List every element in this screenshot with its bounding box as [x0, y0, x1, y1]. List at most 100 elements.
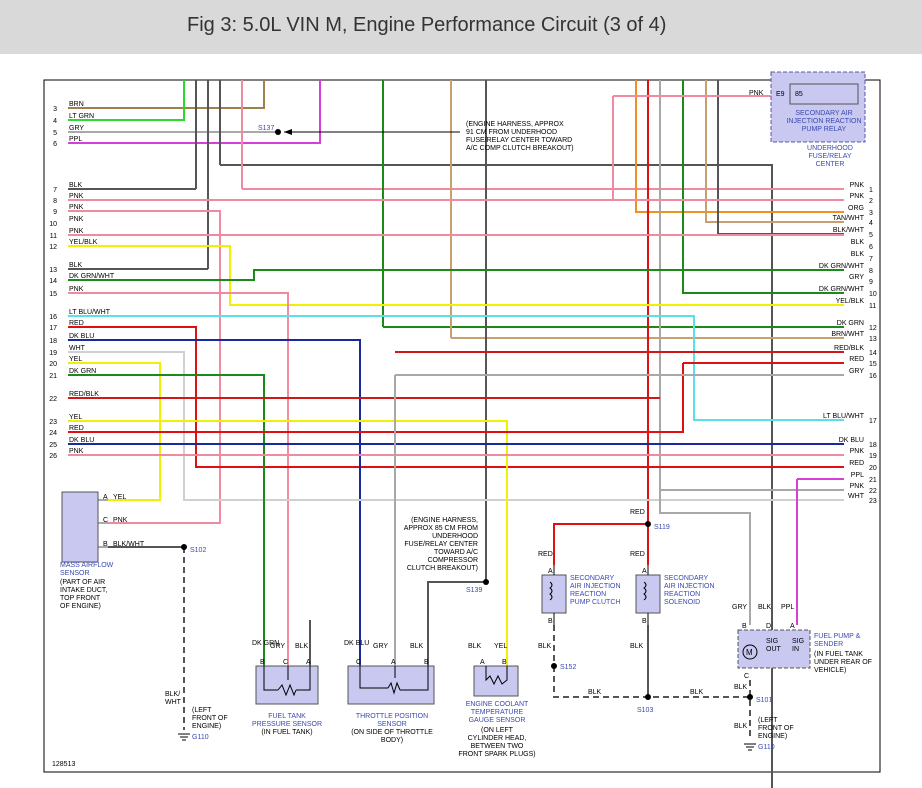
left-pin-number: 5	[53, 130, 57, 137]
right-pin-wire-label: WHT	[848, 493, 865, 500]
right-pin-wire-label: BLK	[851, 251, 865, 258]
svg-text:GRY: GRY	[732, 604, 747, 611]
svg-text:C: C	[356, 659, 361, 666]
left-pin-wire-label: PNK	[69, 204, 84, 211]
svg-text:BLK: BLK	[734, 684, 748, 691]
right-pin-number: 12	[869, 325, 877, 332]
left-pin-number: 25	[49, 442, 57, 449]
left-pin-number: 23	[49, 419, 57, 426]
secondary-air-injection-pump-relay: E9 85 PNK SECONDARY AIR INJECTION REACTI…	[749, 71, 866, 168]
left-pin-wire-label: YEL/BLK	[69, 239, 98, 246]
left-pin-number: 3	[53, 106, 57, 113]
splice-s101	[747, 694, 753, 700]
left-pin-number: 10	[49, 221, 57, 228]
left-pin-number: 11	[50, 233, 57, 240]
left-pin-number: 4	[53, 118, 57, 125]
svg-text:B: B	[742, 623, 747, 630]
left-pin-wire-label: BLK	[69, 182, 83, 189]
label-s139: S139	[466, 587, 482, 594]
fuse-center-2: FUSE/RELAY	[808, 153, 851, 160]
svg-text:YEL: YEL	[113, 494, 126, 501]
svg-text:C: C	[283, 659, 288, 666]
left-pin-number: 14	[49, 278, 57, 285]
fuel-tank-pressure-sensor: DK GRN GRY BLK B C A FUEL TANK PRESSURE …	[252, 640, 322, 736]
left-pin-number: 15	[49, 291, 57, 298]
right-pin-number: 11	[869, 303, 876, 310]
svg-text:GRY: GRY	[270, 643, 285, 650]
left-pin-wire-label: DK BLU	[69, 437, 94, 444]
right-pin-number: 19	[869, 453, 877, 460]
svg-text:UNDER REAR OF: UNDER REAR OF	[814, 659, 872, 666]
right-pin-wire-label: DK GRN/WHT	[819, 263, 865, 270]
right-pin-number: 4	[869, 220, 873, 227]
right-pin-number: 18	[869, 442, 877, 449]
mass-airflow-sensor: A YEL C PNK B BLK/WHT MASS AIRFLOW SENSO…	[60, 491, 145, 610]
left-pin-wire-label: DK BLU	[69, 333, 94, 340]
relay-name-3: PUMP RELAY	[802, 126, 847, 133]
svg-text:A/C COMP CLUTCH BREAKOUT): A/C COMP CLUTCH BREAKOUT)	[466, 145, 574, 152]
svg-text:91 CM FROM UNDERHOOD: 91 CM FROM UNDERHOOD	[466, 129, 557, 136]
svg-text:SENSOR: SENSOR	[60, 570, 90, 577]
right-pin-number: 23	[869, 498, 877, 505]
right-pin-wire-label: RED/BLK	[834, 345, 864, 352]
relay-wire-label: PNK	[749, 90, 764, 97]
svg-text:AIR INJECTION: AIR INJECTION	[570, 583, 621, 590]
right-pin-number: 8	[869, 268, 873, 275]
svg-text:REACTION: REACTION	[570, 591, 606, 598]
left-pin-wire-label: RED	[69, 320, 84, 327]
svg-text:PNK: PNK	[113, 517, 128, 524]
left-pin-wire-label: DK GRN	[69, 368, 96, 375]
svg-text:PRESSURE SENSOR: PRESSURE SENSOR	[252, 721, 322, 728]
svg-text:APPROX 85 CM FROM: APPROX 85 CM FROM	[404, 525, 478, 532]
left-pin-number: 22	[49, 396, 57, 403]
svg-text:IN: IN	[792, 646, 799, 653]
svg-text:BLK/: BLK/	[165, 691, 180, 698]
svg-text:ENGINE COOLANT: ENGINE COOLANT	[466, 701, 529, 708]
svg-text:SENDER: SENDER	[814, 641, 843, 648]
label-s119: S119	[654, 524, 670, 531]
left-pin-number: 18	[49, 338, 57, 345]
right-pin-wire-label: PNK	[850, 182, 865, 189]
relay-name-2: INJECTION REACTION	[786, 118, 861, 125]
svg-text:C: C	[744, 673, 749, 680]
svg-text:THROTTLE POSITION: THROTTLE POSITION	[356, 713, 428, 720]
svg-text:INTAKE DUCT,: INTAKE DUCT,	[60, 587, 107, 594]
right-pin-number: 2	[869, 198, 873, 205]
left-pin-wire-label: YEL	[69, 414, 82, 421]
svg-text:(ON SIDE OF THROTTLE: (ON SIDE OF THROTTLE	[351, 729, 433, 736]
left-pin-number: 24	[49, 430, 57, 437]
right-pin-number: 9	[869, 279, 873, 286]
svg-text:BODY): BODY)	[381, 737, 403, 744]
svg-text:A: A	[103, 494, 108, 501]
left-pin-number: 13	[49, 267, 57, 274]
right-pin-wire-label: DK BLU	[839, 437, 864, 444]
left-pin-wire-label: YEL	[69, 356, 82, 363]
svg-text:AIR INJECTION: AIR INJECTION	[664, 583, 715, 590]
left-pin-wire-label: PPL	[69, 136, 82, 143]
svg-text:BLK: BLK	[630, 643, 644, 650]
svg-text:ENGINE): ENGINE)	[192, 723, 221, 730]
svg-text:(ENGINE HARNESS,: (ENGINE HARNESS,	[411, 517, 478, 524]
svg-text:TOWARD A/C: TOWARD A/C	[434, 549, 478, 556]
left-pin-wire-label: RED/BLK	[69, 391, 99, 398]
svg-text:(IN FUEL TANK): (IN FUEL TANK)	[261, 729, 312, 736]
fuel-pump-and-sender: M SIG OUT SIG IN GRY BLK PPL B D A C BLK…	[732, 604, 872, 691]
left-pin-number: 16	[49, 314, 57, 321]
svg-text:B: B	[424, 659, 429, 666]
right-pin-number: 6	[869, 244, 873, 251]
svg-text:BLK: BLK	[758, 604, 772, 611]
figure-title: Fig 3: 5.0L VIN M, Engine Performance Ci…	[187, 14, 667, 36]
svg-text:UNDERHOOD: UNDERHOOD	[432, 533, 478, 540]
right-pin-number: 1	[869, 187, 873, 194]
relay-pin-e9: E9	[776, 91, 785, 98]
svg-text:A: A	[790, 623, 795, 630]
svg-text:BETWEEN TWO: BETWEEN TWO	[471, 743, 524, 750]
svg-text:SENSOR: SENSOR	[377, 721, 407, 728]
right-pin-wire-label: PPL	[851, 472, 864, 479]
left-pin-wire-label: PNK	[69, 193, 84, 200]
svg-text:CLUTCH BREAKOUT): CLUTCH BREAKOUT)	[407, 565, 478, 572]
svg-text:FRONT OF: FRONT OF	[758, 725, 794, 732]
svg-text:BLK: BLK	[690, 689, 704, 696]
svg-text:BLK: BLK	[295, 643, 309, 650]
